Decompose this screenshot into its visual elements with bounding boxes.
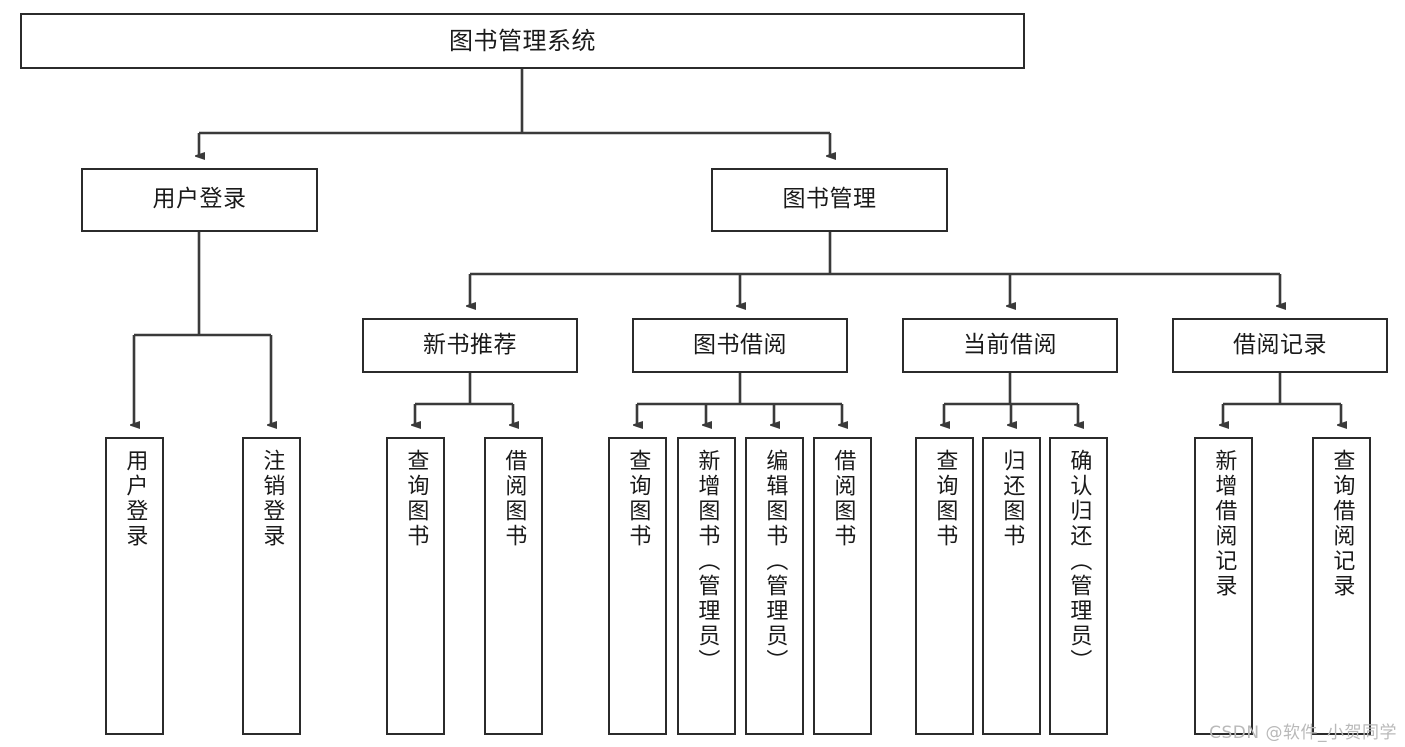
- watermark: CSDN @软件_小贺同学: [1209, 723, 1397, 743]
- node-user-login[interactable]: 用户登录: [81, 168, 318, 232]
- node-label: 图书管理系统: [449, 26, 596, 55]
- node-label: 借阅图书: [830, 449, 856, 549]
- node-borrow-records[interactable]: 借阅记录: [1172, 318, 1388, 373]
- leaf-confirm-return-admin[interactable]: 确认归还（管理员）: [1049, 437, 1108, 735]
- leaf-edit-book-admin[interactable]: 编辑图书（管理员）: [745, 437, 804, 735]
- node-label: 新增图书（管理员）: [694, 449, 720, 674]
- node-label: 用户登录: [122, 449, 148, 549]
- node-label: 确认归还（管理员）: [1066, 449, 1092, 674]
- leaf-user-login[interactable]: 用户登录: [105, 437, 164, 735]
- node-label: 归还图书: [999, 449, 1025, 549]
- leaf-query-book-current[interactable]: 查询图书: [915, 437, 974, 735]
- node-label: 注销登录: [259, 449, 285, 549]
- leaf-query-book-newbook[interactable]: 查询图书: [386, 437, 445, 735]
- node-root-system[interactable]: 图书管理系统: [20, 13, 1025, 69]
- node-book-management[interactable]: 图书管理: [711, 168, 948, 232]
- node-label: 查询图书: [403, 449, 429, 549]
- node-label: 图书管理: [782, 186, 877, 213]
- node-label: 新增借阅记录: [1211, 449, 1237, 599]
- node-label: 编辑图书（管理员）: [762, 449, 788, 674]
- node-label: 查询图书: [932, 449, 958, 549]
- leaf-query-book-borrow[interactable]: 查询图书: [608, 437, 667, 735]
- node-current-borrow[interactable]: 当前借阅: [902, 318, 1118, 373]
- leaf-logout[interactable]: 注销登录: [242, 437, 301, 735]
- leaf-query-borrow-record[interactable]: 查询借阅记录: [1312, 437, 1371, 735]
- node-label: 用户登录: [152, 186, 247, 213]
- leaf-add-borrow-record[interactable]: 新增借阅记录: [1194, 437, 1253, 735]
- node-new-book-recommend[interactable]: 新书推荐: [362, 318, 578, 373]
- node-label: 查询图书: [625, 449, 651, 549]
- node-label: 当前借阅: [963, 331, 1057, 358]
- node-label: 查询借阅记录: [1329, 449, 1355, 599]
- node-label: 新书推荐: [423, 331, 517, 358]
- node-label: 借阅图书: [501, 449, 527, 549]
- node-book-borrow[interactable]: 图书借阅: [632, 318, 848, 373]
- node-label: 借阅记录: [1233, 331, 1327, 358]
- node-label: 图书借阅: [693, 331, 787, 358]
- leaf-return-book[interactable]: 归还图书: [982, 437, 1041, 735]
- leaf-borrow-book[interactable]: 借阅图书: [813, 437, 872, 735]
- leaf-add-book-admin[interactable]: 新增图书（管理员）: [677, 437, 736, 735]
- leaf-borrow-book-newbook[interactable]: 借阅图书: [484, 437, 543, 735]
